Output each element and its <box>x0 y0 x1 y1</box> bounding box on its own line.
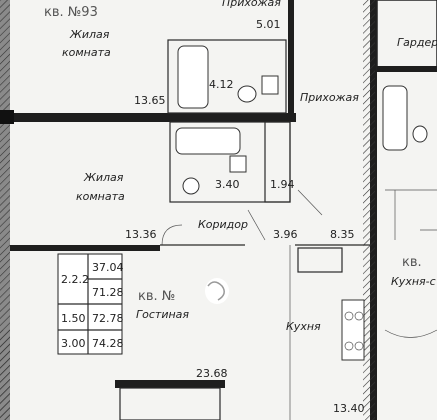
wc-outline <box>264 121 291 203</box>
table-row-4-key: 3.00 <box>61 337 86 350</box>
wall-vertical-hall <box>288 0 294 113</box>
apt-bottom-label: кв. № <box>138 289 175 304</box>
living-room-mid-line2: комната <box>76 190 125 203</box>
living-bottom-label: Гостиная <box>136 308 189 321</box>
balcony-wall <box>115 380 225 388</box>
hallway-right-label: Прихожая <box>300 91 359 104</box>
table-row-4-value: 74.28 <box>92 337 124 350</box>
area-3-40: 3.40 <box>215 178 240 191</box>
top-bathroom-outline <box>167 39 287 114</box>
area-23-68: 23.68 <box>196 367 228 380</box>
table-row-3-key: 1.50 <box>61 312 86 325</box>
sink-top <box>261 75 279 95</box>
wall-horizontal-mid <box>10 245 160 251</box>
right-arc <box>384 329 437 338</box>
bathtub-right <box>382 85 408 151</box>
bathtub-top <box>177 45 209 109</box>
wall-right-hatch <box>363 0 375 420</box>
kitchen-right-furniture <box>385 189 437 240</box>
door-arc-2 <box>247 209 266 241</box>
wall-corner-left <box>0 110 14 124</box>
kitchen-counter <box>297 247 343 273</box>
left-wall-hatch <box>0 0 10 420</box>
apt-93-label: кв. №93 <box>44 5 98 20</box>
bathtub-mid <box>175 127 241 155</box>
area-13-40: 13.40 <box>333 402 365 415</box>
door-arc-3 <box>297 189 323 216</box>
corridor-label: Коридор <box>198 218 248 231</box>
area-3-96: 3.96 <box>273 228 298 241</box>
balcony-outline <box>119 387 221 420</box>
washer-mid <box>182 177 200 195</box>
area-4-12: 4.12 <box>209 78 234 91</box>
living-room-mid-line1: Жилая <box>83 171 124 184</box>
toilet-right <box>412 125 428 143</box>
area-1-94: 1.94 <box>270 178 295 191</box>
area-13-36: 13.36 <box>125 228 157 241</box>
living-room-top-line2: комната <box>62 46 111 59</box>
door-arc-1 <box>161 224 183 246</box>
kitchen-right-label: Кухня-с <box>391 275 436 288</box>
living-room-top-line1: Жилая <box>69 28 110 41</box>
toilet-top <box>237 85 257 103</box>
bathroom-top-label: Прихожая <box>222 0 281 9</box>
apt-right-label: кв. <box>402 255 422 270</box>
wardrobe-label: Гардер <box>397 36 437 49</box>
area-13-65: 13.65 <box>134 94 166 107</box>
stove <box>341 299 365 361</box>
redaction-scribble <box>205 278 229 304</box>
wardrobe-box <box>376 0 437 71</box>
table-type-code: 2.2.2 <box>61 273 89 286</box>
left-wall-hatch-bottom <box>0 330 10 420</box>
table-row-1-value: 37.04 <box>92 261 124 274</box>
wall-horizontal-top <box>10 113 296 122</box>
table-row-2-value: 71.28 <box>92 286 124 299</box>
table-row-3-value: 72.78 <box>92 312 124 325</box>
kitchen-label: Кухня <box>286 320 321 333</box>
apartment-info-table <box>57 253 123 355</box>
area-8-35: 8.35 <box>330 228 355 241</box>
area-5-01: 5.01 <box>256 18 281 31</box>
wardrobe-wall <box>377 66 437 72</box>
sink-mid <box>229 155 247 173</box>
